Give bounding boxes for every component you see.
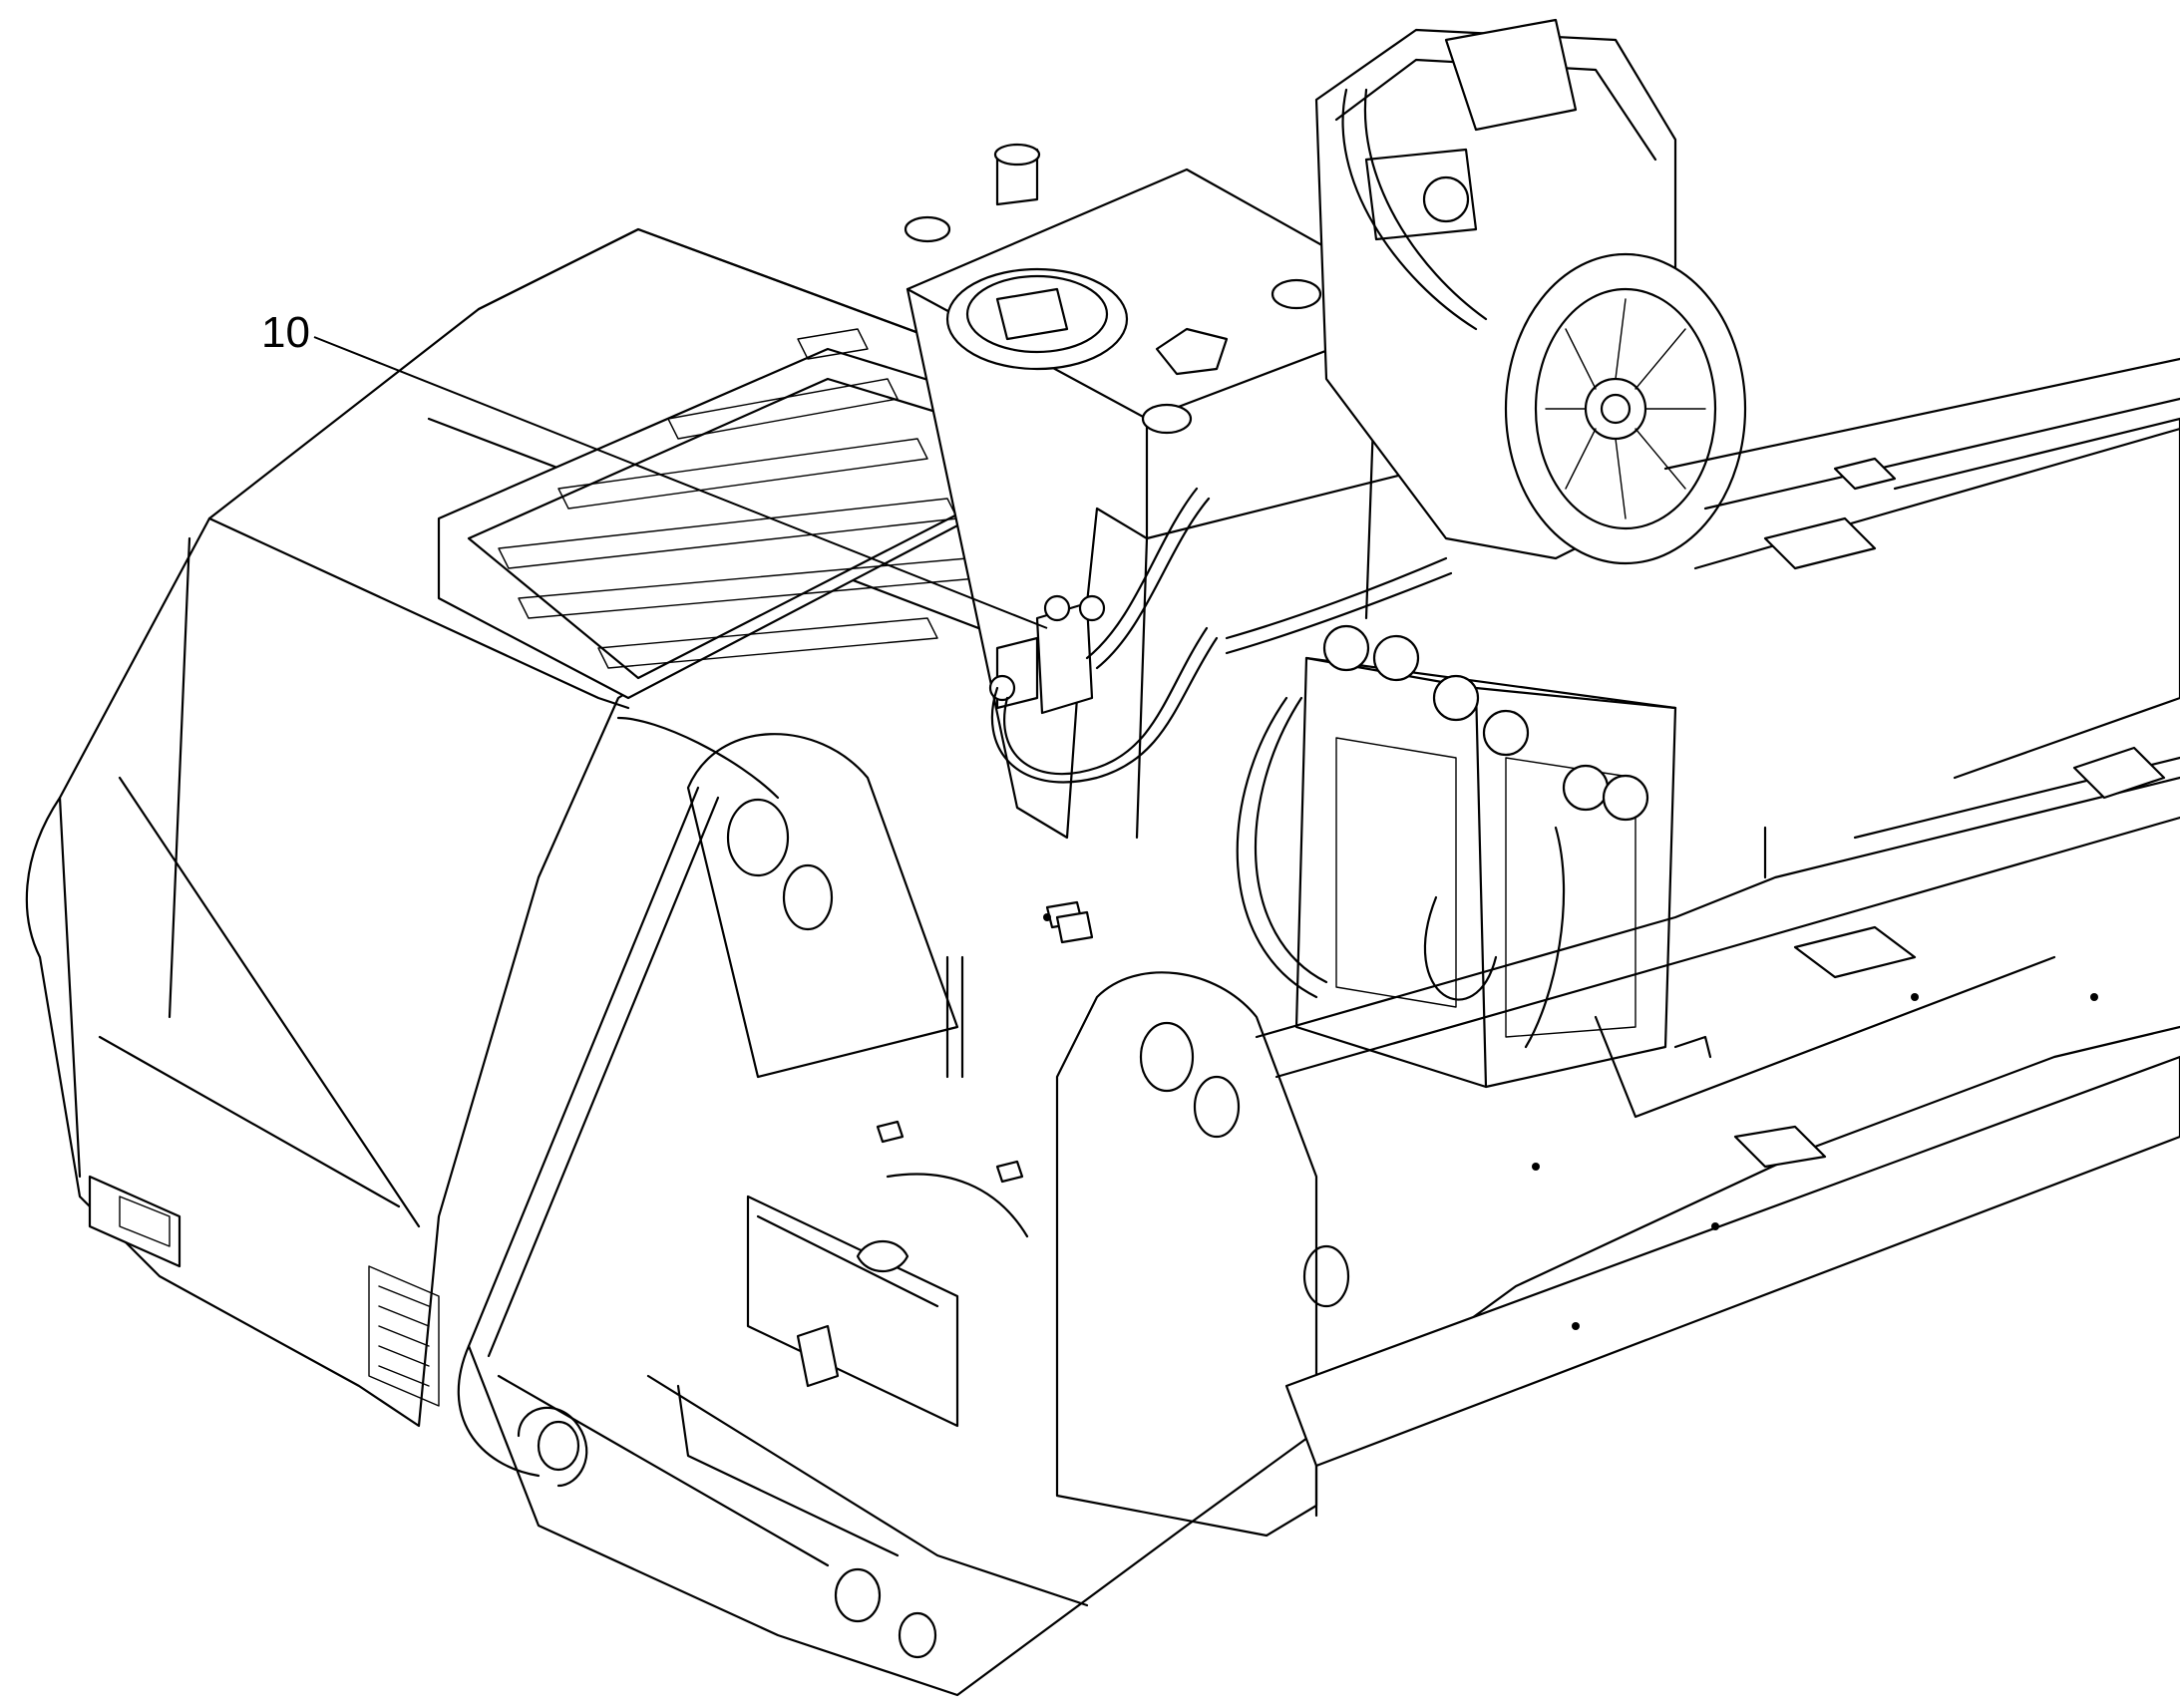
valve-10 (988, 487, 1453, 784)
engine (1314, 18, 1747, 565)
main-control-valve (1236, 624, 1677, 1089)
leader-line (313, 336, 1048, 629)
boom-foot (686, 733, 1350, 1537)
engine-hood (25, 227, 1099, 1428)
callout-10: 10 (261, 308, 1048, 629)
side-vent-grille (368, 1265, 440, 1407)
upper-frame (457, 357, 2180, 1697)
callout-label: 10 (261, 308, 310, 357)
